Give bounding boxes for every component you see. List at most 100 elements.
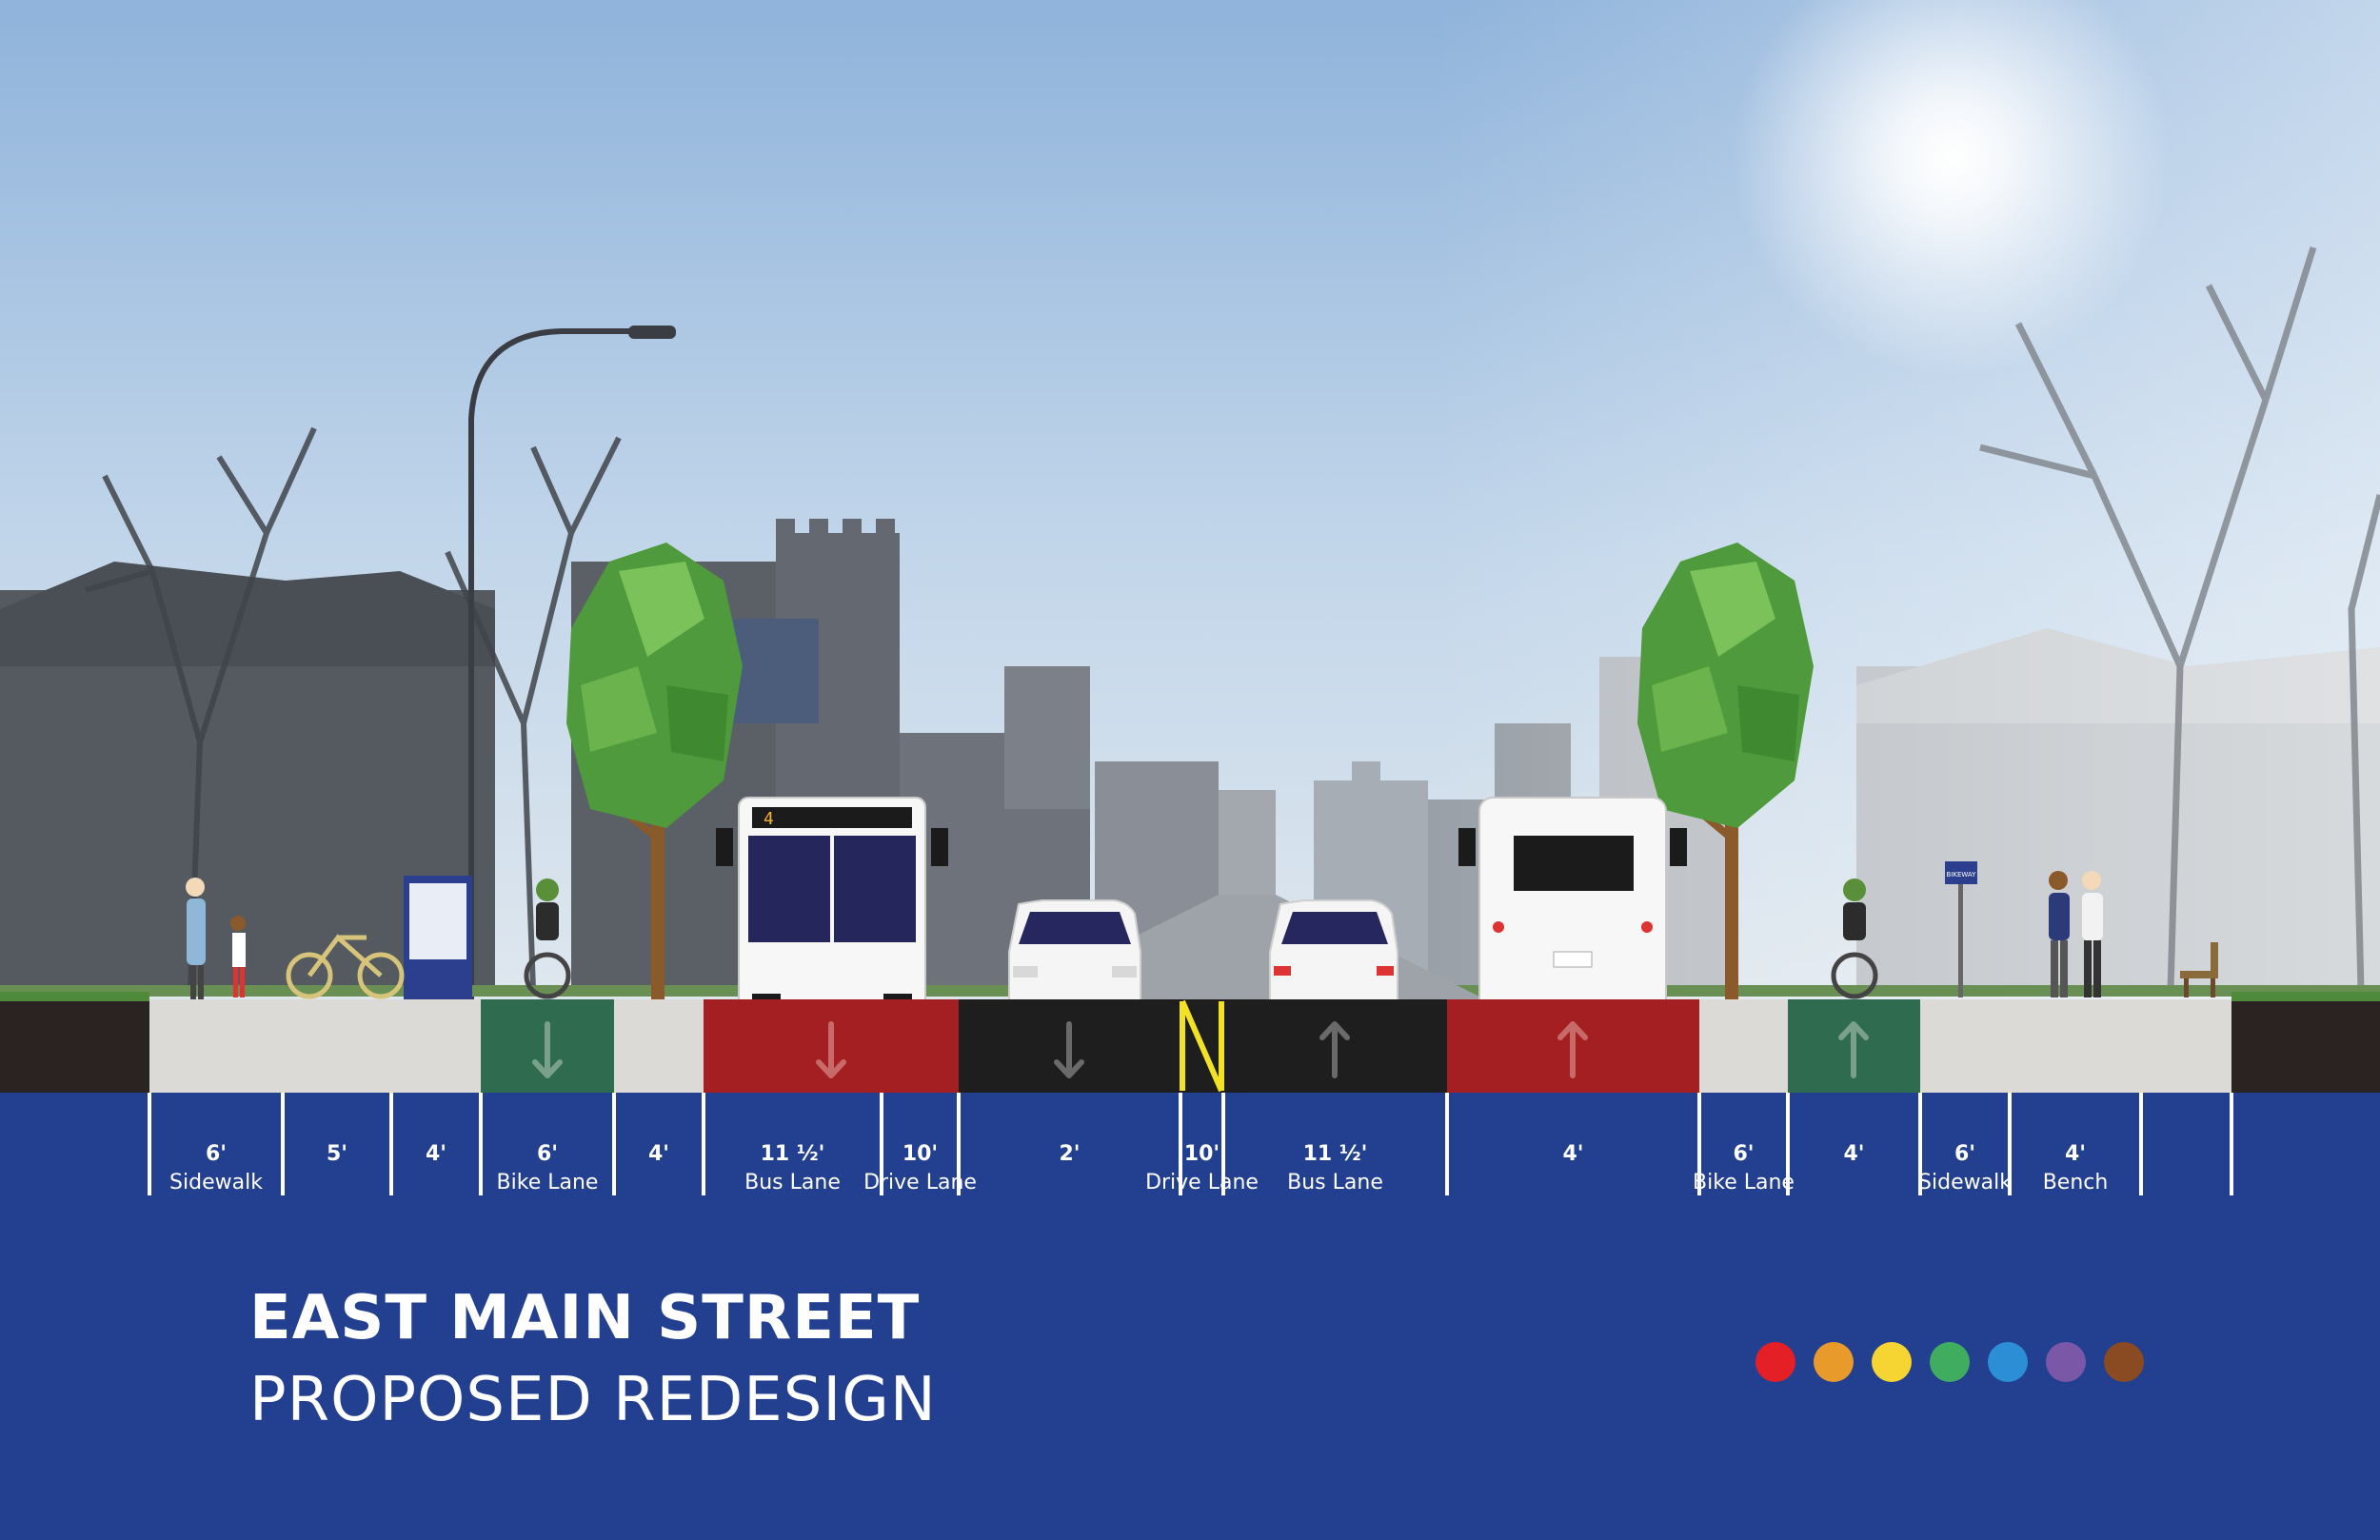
bikeway-sign-text: BIKEWAY [1947,871,1977,879]
lane-label: 6' Bike Lane [481,1116,614,1199]
lane-label: 4' [391,1116,481,1199]
lane-divider [1445,1093,1449,1195]
lane-label: 11 ½' Bus Lane [704,1116,882,1199]
parked-bicycle [286,934,405,999]
arrow-bike-northbound [1838,1021,1869,1078]
lane-width: 4' [2064,1142,2087,1166]
logo-dots [1755,1342,2144,1382]
bus-front: 4 [716,797,948,1016]
bare-tree-left [85,426,622,991]
lane-divider [1786,1093,1790,1195]
logo-dot [1814,1342,1854,1382]
lane-divider [1221,1093,1225,1195]
lane-label: 6' Bike Lane [1693,1116,1795,1199]
left-buildings [0,519,1276,990]
lane-width: 6' [1733,1142,1755,1166]
lane-name: Sidewalk [169,1171,263,1194]
arrow-bus-northbound [1557,1021,1588,1078]
lane-surface-strip [0,992,2380,1093]
lane-label: 6' Sidewalk [149,1116,283,1199]
car-northbound [1269,899,1398,1010]
pedestrians-left [186,878,246,999]
lane-divider [957,1093,961,1195]
logo-dot [2104,1342,2144,1382]
logo-dot [1755,1342,1795,1382]
lane-label: 2' [959,1116,1180,1199]
car-southbound [1008,899,1141,1010]
lane-divider [2008,1093,2012,1195]
lane-width: 5' [326,1142,348,1166]
grass-right [2231,992,2380,1001]
lane-divider [281,1093,285,1195]
sidewalk-right [1920,999,2231,1093]
bare-tree-right [1979,246,2380,991]
street-tree-left [566,543,743,999]
page-subtitle: PROPOSED REDESIGN [249,1365,937,1435]
street-lamp [468,328,666,999]
arrow-drive-northbound [1319,1021,1350,1078]
lane-width: 6' [536,1142,559,1166]
lane-divider [880,1093,883,1195]
lane-divider [2139,1093,2143,1195]
lane-label: 4' [1788,1116,1920,1199]
arrow-drive-southbound [1054,1021,1084,1078]
lane-divider [1918,1093,1922,1195]
lane-width: 11 ½' [1302,1142,1368,1166]
buffer-right [1699,999,1788,1093]
page-title: EAST MAIN STREET [249,1283,921,1353]
lane-name: Sidewalk [1918,1171,2012,1194]
arrow-bike-southbound [532,1021,563,1078]
lane-name: Bench [2042,1171,2109,1194]
lane-name: Bus Lane [744,1171,841,1194]
bus-route-number: 4 [764,809,774,829]
lane-width: 11 ½' [760,1142,825,1166]
lane-label: 10' Drive Lane [1145,1116,1259,1199]
cyclist-right [1831,879,1878,999]
lane-label: 11 ½' Bus Lane [1223,1116,1447,1199]
grass-left [0,992,149,1001]
lane-name: Drive Lane [1145,1171,1259,1194]
lane-name: Bike Lane [1693,1171,1795,1194]
lane-divider [2230,1093,2233,1195]
lane-width: 4' [1843,1142,1865,1166]
lane-divider [1697,1093,1701,1195]
bus-rear [1458,797,1687,1016]
lane-divider [702,1093,705,1195]
lane-label: 10' Drive Lane [863,1116,977,1199]
transit-map-sign [404,876,472,999]
lane-name: Drive Lane [863,1171,977,1194]
lane-width: 4' [1562,1142,1584,1166]
lane-divider [389,1093,393,1195]
lane-width: 4' [647,1142,670,1166]
lane-label: 6' Sidewalk [1918,1116,2012,1199]
lane-labels-panel: 6' Sidewalk 5' 4' 6' Bike Lane 4' 11 ½' Bus Lane… [0,1093,2380,1540]
logo-dot [1988,1342,2028,1382]
lane-width: 6' [205,1142,228,1166]
buffer-left [614,999,704,1093]
lane-width: 4' [425,1142,447,1166]
street-cross-section-illustration: BIKEWAY 4 [0,0,2380,1093]
arrow-bus-southbound [816,1021,846,1078]
bikeway-sign: BIKEWAY [1945,861,1977,997]
lane-name: Bus Lane [1287,1171,1383,1194]
lane-label: 4' Bench [2010,1116,2141,1199]
billboard [733,619,819,723]
soil-left [0,999,149,1093]
lane-width: 2' [1059,1142,1081,1166]
lane-divider [1179,1093,1182,1195]
lane-label: 4' [1447,1116,1699,1199]
lane-divider [148,1093,151,1195]
lane-divider [479,1093,483,1195]
soil-right [2231,999,2380,1093]
lane-width: 10' [902,1142,939,1166]
lane-width: 6' [1954,1142,1976,1166]
median-hatch-marking [1180,999,1224,1093]
lane-name: Bike Lane [496,1171,599,1194]
cyclist-left [524,879,571,999]
bench [2180,942,2218,997]
lane-divider [612,1093,616,1195]
logo-dot [1930,1342,1970,1382]
logo-dot [1872,1342,1912,1382]
logo-dot [2046,1342,2086,1382]
lane-width: 10' [1183,1142,1220,1166]
